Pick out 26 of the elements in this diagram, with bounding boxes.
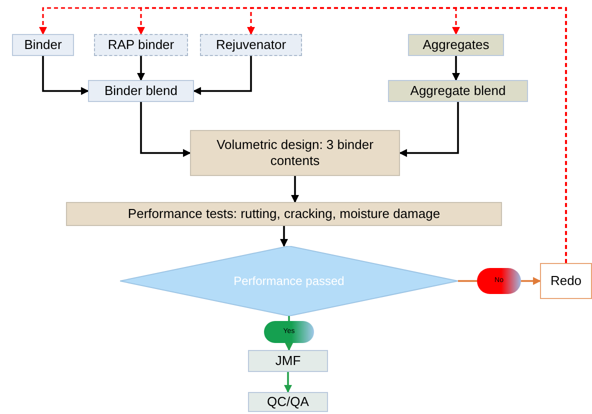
arrow [399, 102, 459, 157]
process-box: Aggregates [408, 34, 504, 56]
decision-diamond: Performance passed [120, 246, 458, 316]
process-box: Redo [540, 263, 592, 299]
arrow [137, 56, 145, 81]
process-box: Volumetric design: 3 binder contents [190, 130, 400, 176]
arrow [452, 56, 460, 81]
arrow [521, 277, 541, 285]
arrow [42, 56, 89, 95]
process-box: RAP binder [94, 34, 188, 56]
process-box: JMF [248, 350, 328, 372]
process-box: Binder blend [88, 80, 194, 102]
connector-line [458, 280, 477, 282]
process-box: Rejuvenator [200, 34, 302, 56]
arrow [280, 226, 288, 247]
arrow [284, 372, 292, 393]
dashed-arrow [452, 7, 567, 263]
process-box: QC/QA [248, 392, 328, 412]
process-box: Aggregate blend [388, 80, 528, 102]
arrow [285, 343, 293, 351]
process-box: Performance tests: rutting, cracking, moisture damage [66, 202, 502, 226]
arrow [140, 102, 191, 157]
connector-line [288, 316, 290, 321]
process-box: Binder [12, 34, 74, 56]
arrow [291, 176, 299, 203]
arrow [193, 56, 252, 95]
